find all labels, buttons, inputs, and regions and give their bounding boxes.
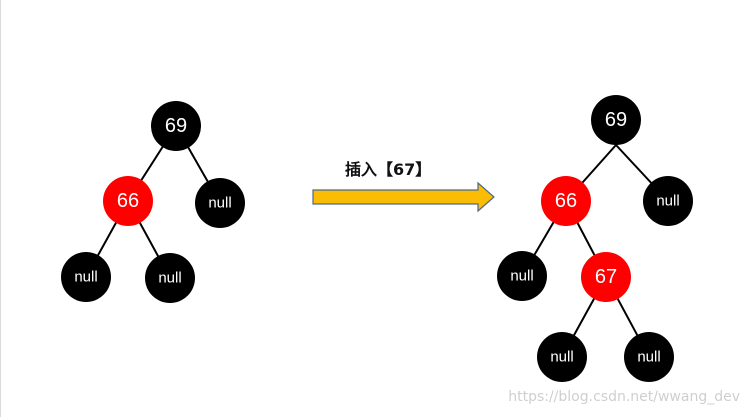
after-node-67-label: 67: [595, 266, 617, 288]
insert-arrow: [312, 181, 495, 213]
after-node-null-left-left-label: null: [510, 268, 533, 285]
after-node-null-left-left: null: [497, 251, 547, 301]
after-node-67: 67: [581, 252, 631, 302]
after-node-null-right: null: [643, 176, 693, 226]
before-node-null-left-left: null: [61, 252, 111, 302]
before-node-69: 69: [151, 101, 201, 151]
before-node-66: 66: [103, 176, 153, 226]
before-node-null-right: null: [195, 178, 245, 228]
before-node-null-left-right-label: null: [158, 270, 181, 287]
before-node-69-label: 69: [165, 115, 187, 137]
after-node-null-67-right: null: [624, 332, 674, 382]
before-node-null-left-left-label: null: [74, 269, 97, 286]
watermark-text: https://blog.csdn.net/wwang_dev: [508, 389, 740, 405]
after-node-null-67-right-label: null: [637, 349, 660, 366]
after-node-66-label: 66: [555, 190, 577, 212]
before-node-66-label: 66: [117, 190, 139, 212]
after-node-null-right-label: null: [656, 193, 679, 210]
before-node-null-left-right: null: [145, 253, 195, 303]
before-node-null-right-label: null: [208, 195, 231, 212]
after-node-69-label: 69: [605, 109, 627, 131]
after-node-66: 66: [541, 176, 591, 226]
insert-label: 插入【67】: [345, 160, 432, 179]
after-node-69: 69: [591, 95, 641, 145]
left-border: [0, 0, 1, 417]
after-node-null-67-left-label: null: [550, 349, 573, 366]
after-node-null-67-left: null: [537, 332, 587, 382]
